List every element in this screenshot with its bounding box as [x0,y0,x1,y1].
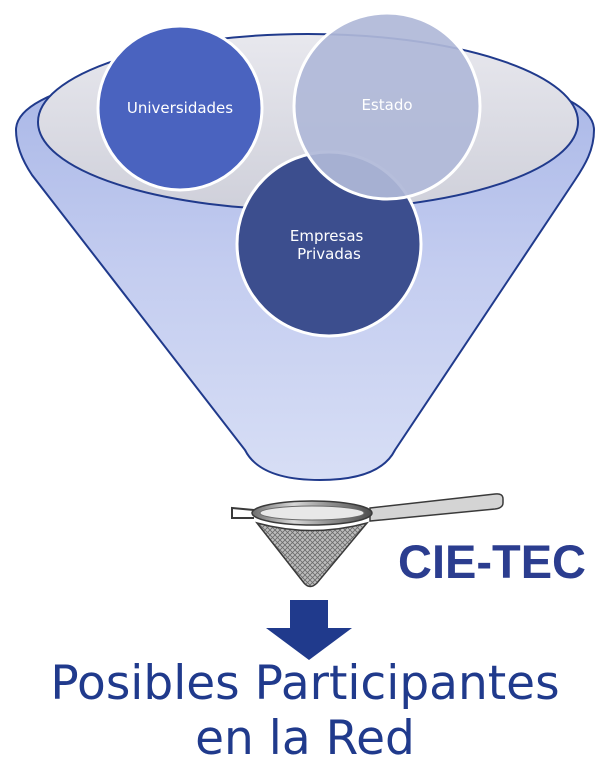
circle-empresas-label: Empresas Privadas [290,227,368,263]
arrow-down-icon [266,600,352,660]
strainer-handle [369,493,504,522]
strainer-hook [231,506,255,519]
result-title-line1: Posibles Participantes [50,656,560,711]
circle-empresas-label-line1: Empresas [290,227,364,245]
result-title-line2: en la Red [195,711,415,766]
strainer-icon [231,493,504,588]
circle-universidades-shape [96,24,264,192]
circle-estado: Estado [292,11,482,201]
circle-universidades: Universidades [96,24,264,192]
circle-estado-label: Estado [361,96,412,114]
strainer-rim-inner [259,505,365,521]
circle-empresas-label-line2: Privadas [297,245,361,263]
brand-label: CIE-TEC [398,535,586,588]
strainer-cone [255,521,370,588]
circle-estado-shape [292,11,482,201]
circle-universidades-label: Universidades [127,99,233,117]
